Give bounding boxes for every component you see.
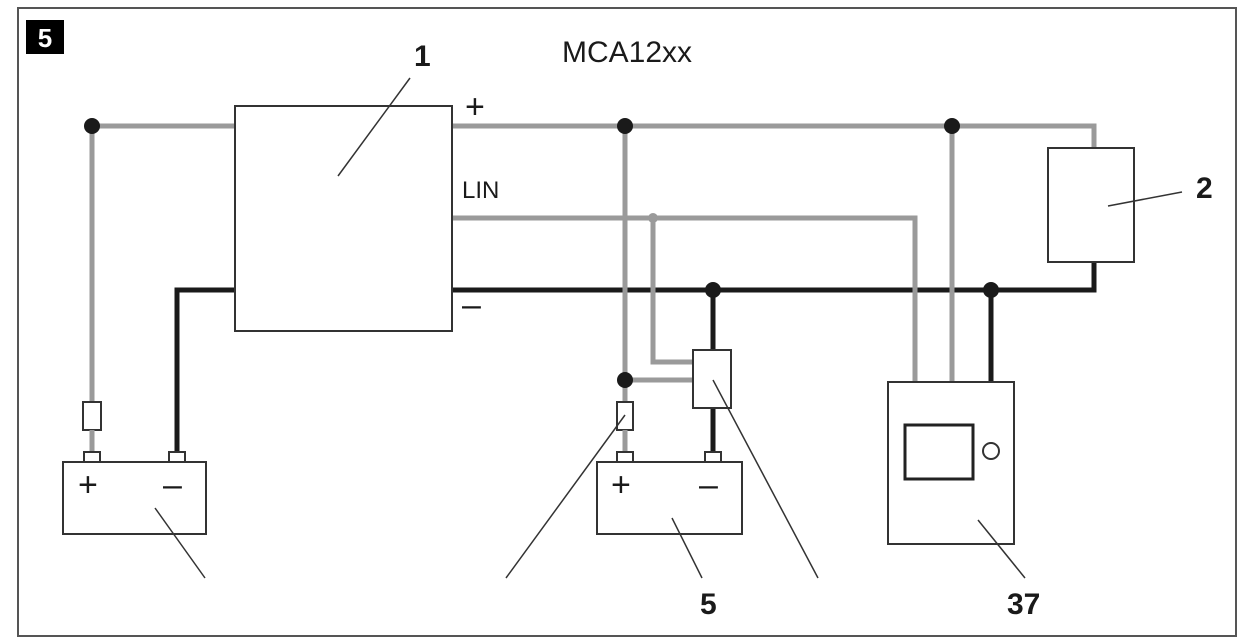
fuse-main: [82, 401, 102, 431]
label-charger: 1: [414, 40, 431, 73]
junction-dot: [84, 118, 100, 134]
charger-box: [234, 105, 453, 332]
positive-wire-main-battery: [89, 123, 238, 405]
leader-line-load-device: [1107, 191, 1183, 207]
figure-badge: 5: [26, 20, 64, 54]
junction-dot: [944, 118, 960, 134]
junction-dot: [617, 118, 633, 134]
load-device-box: [1047, 147, 1135, 263]
main-battery-body: [62, 461, 207, 535]
leader-lines: [154, 77, 1183, 579]
battery-sensor-box: [692, 349, 732, 409]
aux-battery-body: [596, 461, 743, 535]
sensor-wire-lin: [650, 215, 696, 365]
junction-dot: [983, 282, 999, 298]
battery-minus-sign: –: [699, 466, 718, 504]
terminal-minus-label: –: [462, 286, 481, 324]
junction-dots: [84, 118, 999, 388]
positive-wiring: [89, 123, 1097, 405]
lin-wire: [449, 215, 918, 385]
svg-text:5: 5: [38, 23, 52, 53]
aux-battery: + –: [596, 401, 743, 535]
leader-line-sensor: [712, 379, 819, 579]
battery-plus-sign: +: [611, 466, 631, 504]
leader-line-aux-fuse: [505, 414, 626, 579]
battery-minus-sign: –: [163, 466, 182, 504]
label-control-panel: 37: [1007, 588, 1040, 621]
label-load-device: 2: [1196, 172, 1213, 205]
figure-frame: [17, 7, 1237, 637]
battery-post-minus: [168, 451, 186, 463]
leader-line-control-panel: [977, 519, 1026, 579]
main-battery: + –: [62, 401, 207, 535]
label-aux-battery: 5: [700, 588, 717, 621]
junction-dot-small: [648, 213, 658, 223]
control-panel: [887, 381, 1015, 545]
leader-line-main-battery: [154, 507, 206, 579]
leader-line-aux-battery: [671, 517, 703, 579]
battery-post-plus: [616, 451, 634, 463]
terminal-lin-label: LIN: [462, 177, 499, 204]
battery-post-plus: [83, 451, 101, 463]
terminal-plus-label: +: [465, 88, 485, 126]
control-panel-button: [982, 442, 1000, 460]
junction-dot: [617, 372, 633, 388]
junction-dot: [705, 282, 721, 298]
diagram-title: MCA12xx: [562, 36, 692, 69]
positive-wire-bus: [449, 123, 1097, 151]
control-panel-display: [903, 423, 975, 481]
leader-line-charger: [337, 77, 411, 177]
negative-wire-bus: [449, 259, 1097, 293]
battery-post-minus: [704, 451, 722, 463]
battery-plus-sign: +: [78, 466, 98, 504]
negative-wire-main-battery: [174, 287, 238, 455]
